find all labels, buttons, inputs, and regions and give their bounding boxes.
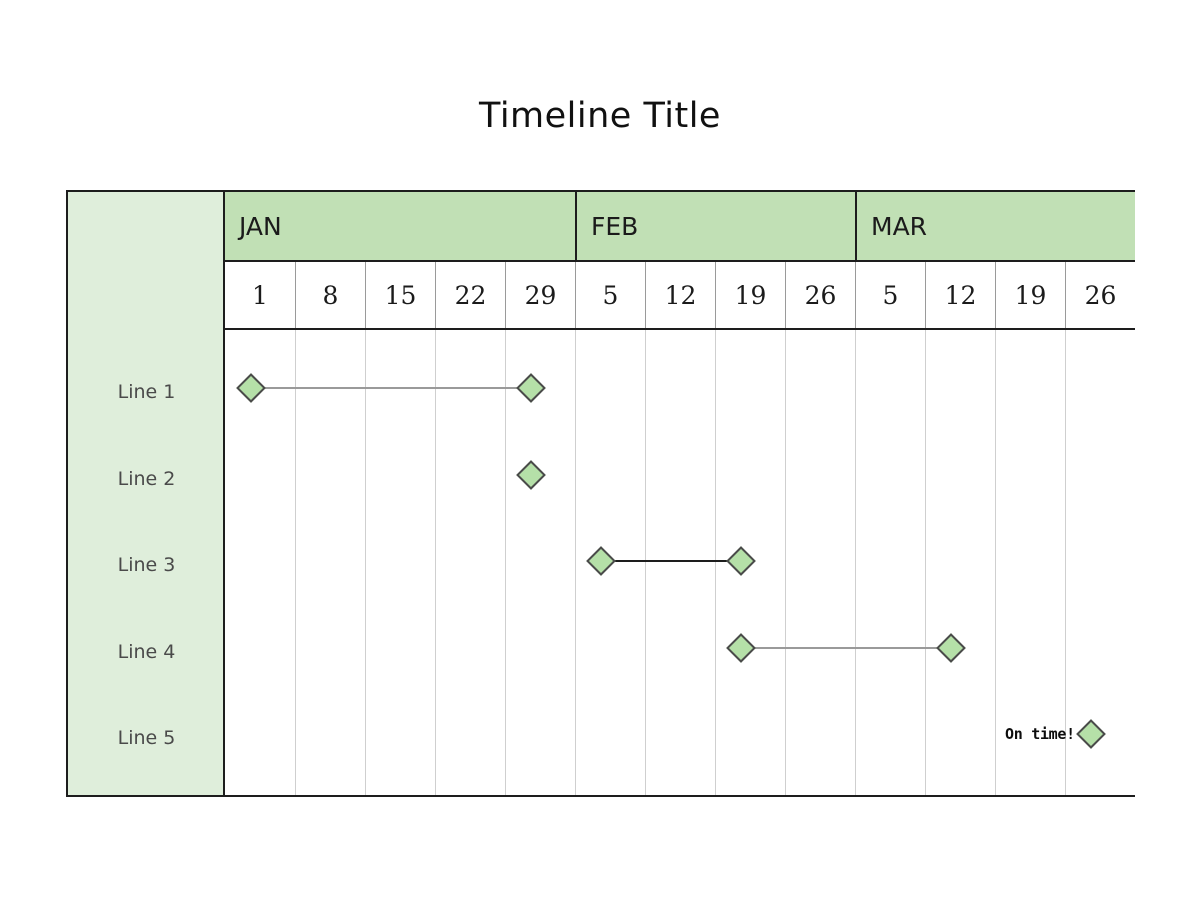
timeline-plot-area: On time! [225,330,1135,795]
milestone-diamond-icon[interactable] [516,373,546,403]
day-label: 19 [1014,280,1047,310]
month-header-cell-jan: JAN [225,192,575,260]
page-title: Timeline Title [479,96,721,136]
month-label: JAN [239,211,282,241]
timeline-chart: Line 1 Line 2 Line 3 Line 4 Line 5 JAN FEB MAR… [66,190,1135,797]
day-label: 22 [454,280,487,310]
grid-line [505,330,506,795]
month-label: MAR [871,211,928,241]
day-header-cell: 8 [295,262,365,328]
day-label: 1 [252,280,268,310]
day-header-cell: 12 [645,262,715,328]
row-label-line-2: Line 2 [117,468,176,490]
day-header-cell: 26 [785,262,855,328]
row-label-line-5: Line 5 [117,727,176,749]
grid-line [575,330,576,795]
month-header-cell-mar: MAR [855,192,1135,260]
day-label: 5 [882,280,899,310]
milestone-diamond-icon[interactable] [726,546,756,576]
day-label: 15 [384,280,417,310]
month-label: FEB [591,211,639,241]
day-label: 5 [602,280,619,310]
day-label: 26 [1084,280,1117,310]
milestone-diamond-icon[interactable] [726,633,756,663]
day-header-cell: 15 [365,262,435,328]
day-header-cell: 12 [925,262,995,328]
day-header-cell: 26 [1065,262,1135,328]
grid-line [645,330,646,795]
day-header-cell: 22 [435,262,505,328]
day-label: 19 [734,280,767,310]
row-label-line-1: Line 1 [117,381,176,403]
day-header-cell: 19 [715,262,785,328]
day-header-cell: 19 [995,262,1065,328]
grid-line [855,330,856,795]
day-header-cell: 29 [505,262,575,328]
day-label: 12 [944,280,977,310]
row-label-line-4: Line 4 [117,641,176,663]
milestone-diamond-icon[interactable] [586,546,616,576]
month-header-row: JAN FEB MAR [225,192,1135,262]
day-header-cell: 5 [855,262,925,328]
day-label: 29 [524,280,557,310]
grid-line [715,330,716,795]
milestone-diamond-icon[interactable] [1076,719,1106,749]
grid-line [435,330,436,795]
grid-line [295,330,296,795]
grid-line [365,330,366,795]
milestone-connector [600,560,741,562]
day-label: 8 [322,280,339,310]
grid-line [925,330,926,795]
day-header-cell: 5 [575,262,645,328]
grid-line [995,330,996,795]
day-header-cell: 1 [225,262,295,328]
grid-line [1065,330,1066,795]
milestone-diamond-icon[interactable] [936,633,966,663]
milestone-connector [250,387,531,389]
row-label-line-3: Line 3 [117,554,176,576]
milestone-connector [740,647,951,649]
row-label-column: Line 1 Line 2 Line 3 Line 4 Line 5 [68,192,225,795]
day-label: 26 [804,280,837,310]
day-label: 12 [664,280,697,310]
day-header-row: 1 8 15 22 29 5 12 19 26 5 12 19 26 [225,262,1135,330]
milestone-annotation: On time! [1005,725,1075,743]
milestone-diamond-icon[interactable] [236,373,266,403]
milestone-diamond-icon[interactable] [516,460,546,490]
grid-line [785,330,786,795]
month-header-cell-feb: FEB [575,192,855,260]
